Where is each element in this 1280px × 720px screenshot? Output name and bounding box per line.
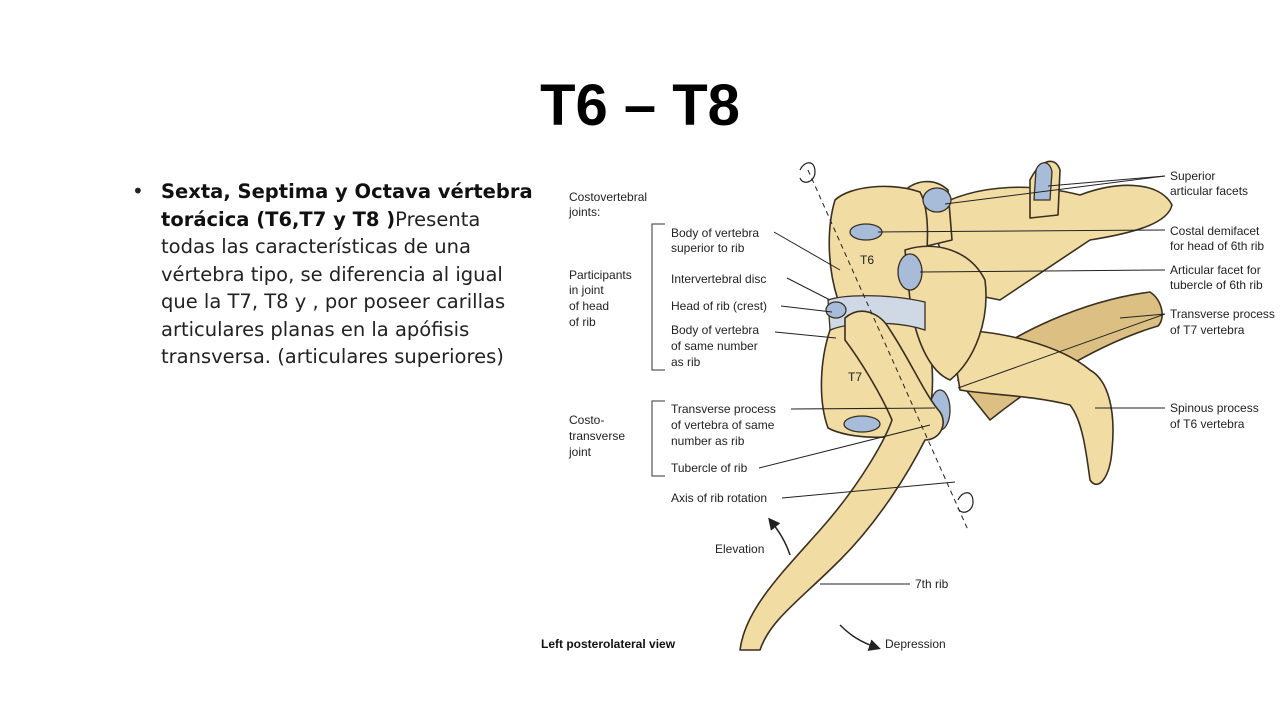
seventh-rib <box>739 310 944 651</box>
label-axis-rotation: Axis of rib rotation <box>671 491 767 505</box>
bullet-text: Sexta, Septima y Octava vértebra torácic… <box>161 178 533 371</box>
costal-demifacet <box>849 223 883 241</box>
superior-articular-facet-right <box>1033 162 1053 201</box>
group-costovertebral-line1: Costovertebral <box>569 190 647 204</box>
label-transverse-process-line1: Transverse process <box>671 402 776 416</box>
label-articular-facet-line2: tubercle of 6th rib <box>1170 278 1263 292</box>
superior-articular-facet-left <box>922 187 952 213</box>
rib-head-facet <box>825 301 847 319</box>
group-participants-line4: of rib <box>569 315 596 329</box>
label-transverse-t7-line1: Transverse process <box>1170 307 1275 321</box>
label-superior-facets-line1: Superior <box>1170 169 1215 183</box>
label-transverse-process-line3: number as rib <box>671 434 745 448</box>
rotation-axis-line <box>807 169 969 531</box>
depression-arrow <box>839 624 881 651</box>
participants-bracket <box>651 223 665 371</box>
group-participants-line1: Participants <box>569 268 632 282</box>
label-body-same-line3: as rib <box>671 355 701 369</box>
label-costal-demifacet-line1: Costal demifacet <box>1170 224 1260 238</box>
costotransverse-bracket <box>651 400 665 477</box>
label-intervertebral-disc: Intervertebral disc <box>671 272 766 286</box>
label-spinous-line1: Spinous process <box>1170 401 1259 415</box>
t6-lamina <box>904 245 987 381</box>
label-articular-facet-line1: Articular facet for <box>1170 263 1261 277</box>
rotation-indicator-top <box>799 162 816 183</box>
group-participants-line2: in joint <box>569 283 604 297</box>
right-leader-lines <box>877 175 1166 409</box>
label-body-superior-line2: superior to rib <box>671 241 745 255</box>
label-superior-facets-line2: articular facets <box>1170 184 1248 198</box>
label-transverse-t7-line2: of T7 vertebra <box>1170 323 1245 337</box>
t7-lower-facet <box>843 415 881 433</box>
label-body-same-line1: Body of vertebra <box>671 323 759 337</box>
rotation-indicator-bottom <box>957 492 974 513</box>
group-costovertebral-line2: joints: <box>568 205 600 219</box>
t6-label: T6 <box>860 253 874 267</box>
label-spinous-line2: of T6 vertebra <box>1170 417 1245 431</box>
label-head-of-rib: Head of rib (crest) <box>671 299 767 313</box>
vertebra-illustration <box>739 160 1173 651</box>
group-costotransverse-line2: transverse <box>569 429 625 443</box>
bullet-marker: • <box>132 179 144 203</box>
label-seventh-rib: 7th rib <box>915 577 949 591</box>
label-costal-demifacet-line2: for head of 6th rib <box>1170 239 1264 253</box>
label-depression: Depression <box>885 637 946 651</box>
elevation-arrow <box>768 517 791 556</box>
label-body-superior-line1: Body of vertebra <box>671 226 759 240</box>
group-costotransverse-line3: joint <box>568 445 592 459</box>
label-tubercle-of-rib: Tubercle of rib <box>671 461 748 475</box>
t6-spinous-process <box>949 329 1114 486</box>
group-costotransverse-line1: Costo- <box>569 413 604 427</box>
label-transverse-process-line2: of vertebra of same <box>671 418 775 432</box>
view-caption: Left posterolateral view <box>541 637 676 651</box>
t7-label: T7 <box>848 370 862 384</box>
label-elevation: Elevation <box>715 542 764 556</box>
tubercle-articular-facet <box>897 253 923 291</box>
left-leader-lines <box>758 231 956 499</box>
slide-title: T6 – T8 <box>540 73 740 138</box>
label-body-same-line2: of same number <box>671 339 758 353</box>
bullet-bold-text: Sexta, Septima y Octava vértebra torácic… <box>161 180 533 231</box>
bullet-body-text: Presenta todas las características de un… <box>161 207 506 369</box>
group-participants-line3: of head <box>569 299 609 313</box>
